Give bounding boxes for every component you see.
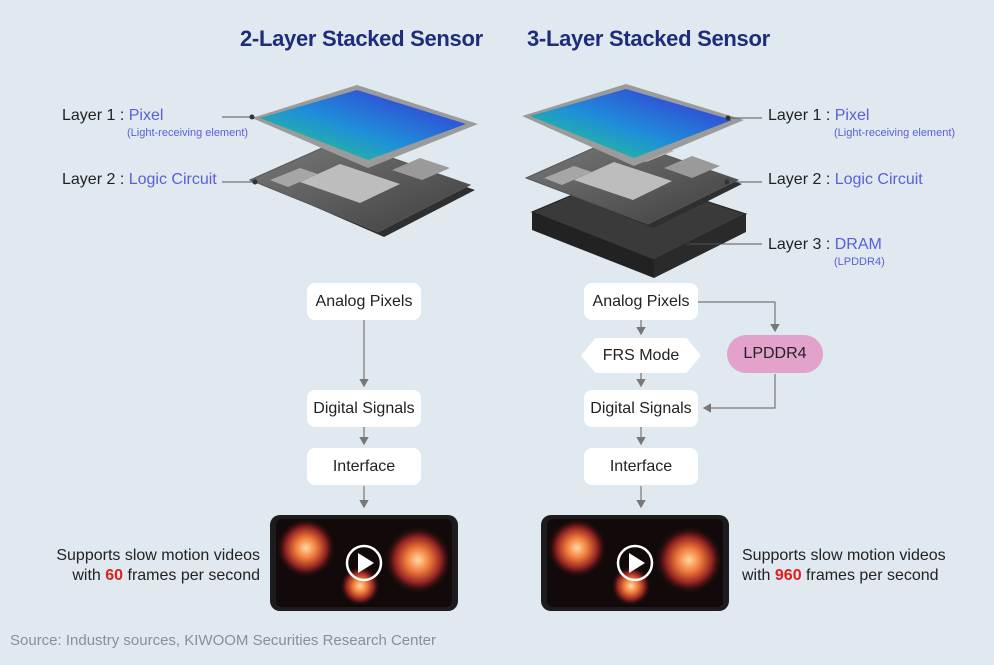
left-caption-line1: Supports slow motion videos (56, 547, 260, 564)
right-title: 3-Layer Stacked Sensor (527, 26, 770, 51)
left-pixel-layer (252, 85, 478, 168)
left-flow-analog-pixels: Analog Pixels (307, 283, 421, 320)
play-icon (345, 544, 383, 582)
right-layer3-name: DRAM (834, 236, 882, 253)
right-memory-lpddr4: LPDDR4 (727, 335, 823, 373)
right-layer1-prefix: Layer 1 : (768, 107, 831, 124)
left-layer1-name: Pixel (128, 107, 164, 124)
left-caption: Supports slow motion videos with 60 fram… (50, 546, 260, 586)
right-layer2-name: Logic Circuit (834, 171, 923, 188)
right-caption-fps: 960 (774, 567, 802, 584)
right-layer3-prefix: Layer 3 : (768, 236, 831, 253)
right-layer1-sub: (Light-receiving element) (834, 127, 956, 139)
source-note: Source: Industry sources, KIWOOM Securit… (10, 632, 436, 649)
left-layer2-prefix: Layer 2 : (62, 171, 125, 188)
right-flow-frs-mode: FRS Mode (581, 338, 701, 373)
right-flow-digital-signals: Digital Signals (584, 390, 698, 427)
right-caption-line1: Supports slow motion videos (742, 547, 946, 564)
left-layer1-label: Layer 1 : Pixel (62, 107, 163, 125)
right-caption-line2: with 960 frames per second (742, 567, 939, 584)
left-caption-fps: 60 (105, 567, 124, 584)
right-layer1-label: Layer 1 : Pixel (768, 107, 869, 125)
right-flow-interface: Interface (584, 448, 698, 485)
right-caption: Supports slow motion videos with 960 fra… (742, 546, 946, 586)
left-layer2-name: Logic Circuit (128, 171, 217, 188)
right-flow-analog-pixels: Analog Pixels (584, 283, 698, 320)
play-icon (616, 544, 654, 582)
right-layer3-label: Layer 3 : DRAM (768, 236, 882, 254)
right-layer2-label: Layer 2 : Logic Circuit (768, 171, 923, 189)
right-layer3-sub: (LPDDR4) (834, 256, 885, 268)
left-layer1-prefix: Layer 1 : (62, 107, 125, 124)
left-layer1-sub: (Light-receiving element) (127, 127, 249, 139)
right-layer1-name: Pixel (834, 107, 870, 124)
right-pixel-layer (522, 84, 744, 166)
left-layer2-label: Layer 2 : Logic Circuit (62, 171, 217, 189)
right-layer2-prefix: Layer 2 : (768, 171, 831, 188)
left-flow-digital-signals: Digital Signals (307, 390, 421, 427)
left-flow-interface: Interface (307, 448, 421, 485)
left-title: 2-Layer Stacked Sensor (240, 26, 483, 51)
left-caption-line2: with 60 frames per second (72, 567, 260, 584)
